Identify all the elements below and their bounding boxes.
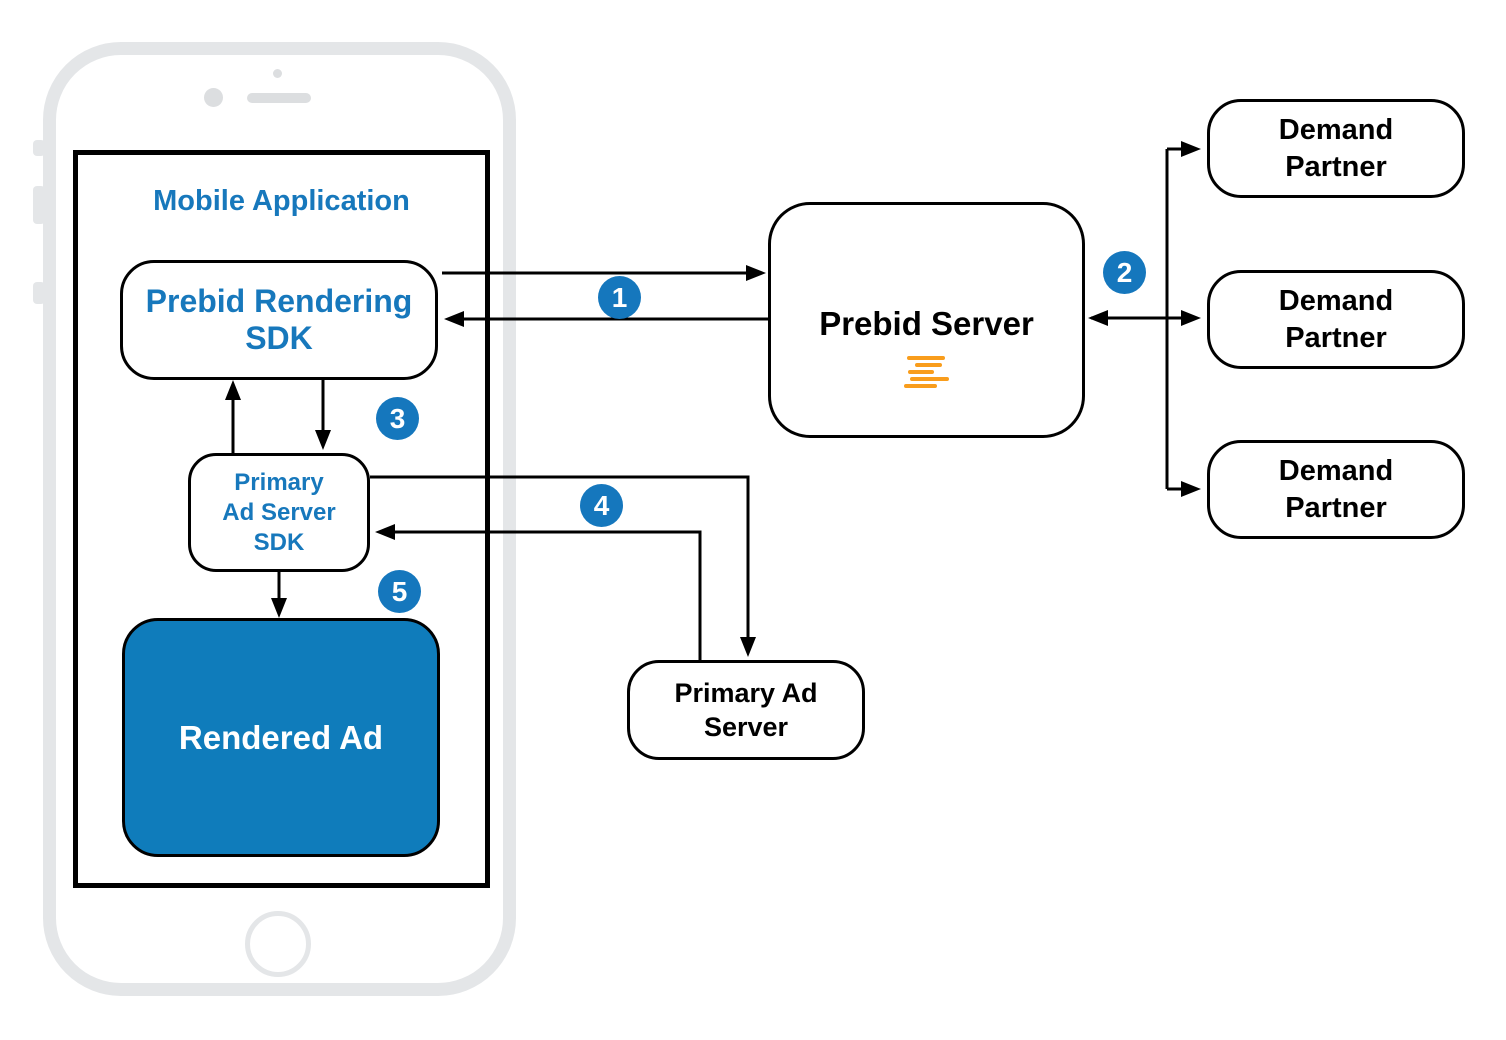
mobile-application-title: Mobile Application [153,185,410,217]
primary-ad-server-sdk-node: Primary Ad Server SDK [188,453,370,572]
demand-partner-label: Demand Partner [1278,284,1394,354]
prebid-rendering-sdk-label: Prebid Rendering SDK [145,283,413,356]
phone-volume-up-button [33,186,45,224]
phone-volume-down-button [33,282,45,304]
arrow-prebid-server-demand-partners [1088,141,1201,497]
demand-partner-node-1: Demand Partner [1207,99,1465,198]
step-badge-1: 1 [598,276,641,319]
step-badge-4: 4 [580,484,623,527]
demand-partner-node-2: Demand Partner [1207,270,1465,369]
demand-partner-label: Demand Partner [1278,113,1394,183]
step-badge-5: 5 [378,570,421,613]
step-badge-2: 2 [1103,251,1146,294]
rendered-ad-label: Rendered Ad [178,718,384,756]
phone-frame: Mobile Application Prebid Rendering SDK … [43,42,516,996]
phone-home-button [245,911,311,977]
prebid-rendering-sdk-node: Prebid Rendering SDK [120,260,438,380]
primary-ad-server-sdk-label: Primary Ad Server SDK [222,468,336,556]
rendered-ad-node: Rendered Ad [122,618,440,857]
primary-ad-server-node: Primary Ad Server [627,660,865,760]
step-badge-3: 3 [376,397,419,440]
primary-ad-server-label: Primary Ad Server [674,678,818,742]
prebid-server-node: Prebid Server [768,202,1085,438]
phone-front-camera-icon [204,88,223,107]
mobile-application-box: Mobile Application Prebid Rendering SDK … [73,150,490,888]
demand-partner-label: Demand Partner [1278,454,1394,524]
demand-partner-node-3: Demand Partner [1207,440,1465,539]
phone-mute-switch [33,140,45,156]
prebid-logo-icon [902,355,952,389]
prebid-server-label: Prebid Server [819,305,1034,342]
phone-speaker-icon [247,93,311,103]
phone-camera-dot-icon [273,69,282,78]
